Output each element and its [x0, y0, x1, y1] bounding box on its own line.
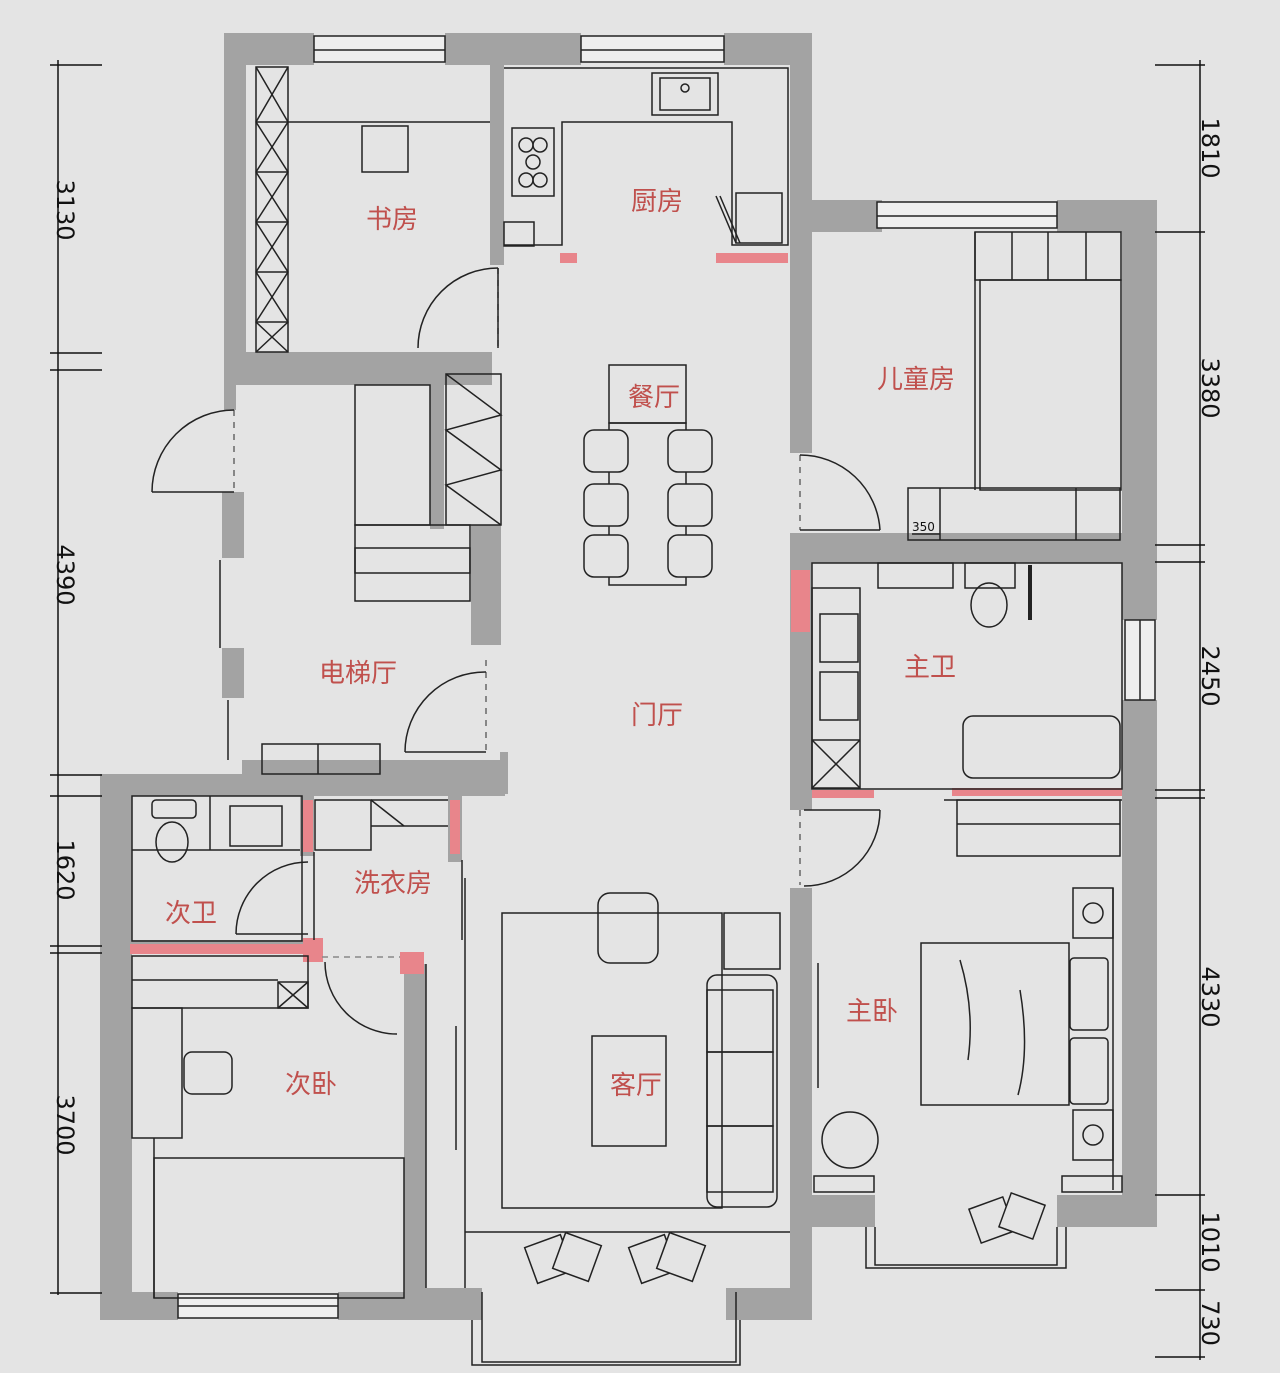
room-label-living-room: 客厅: [610, 1071, 662, 1101]
cushions: [523, 1191, 1047, 1285]
right-dimensions: 1810 3380 2450 4330 1010 730: [1196, 117, 1224, 1345]
dim-right-5: 730: [1196, 1300, 1224, 1346]
dining-chairs: [583, 429, 713, 578]
room-label-second-bedroom: 次卧: [285, 1070, 337, 1100]
dim-left-3: 3700: [51, 1094, 79, 1155]
room-label-second-bath: 次卫: [165, 899, 217, 929]
room-labels: 书房 厨房 餐厅 儿童房 电梯厅 主卫 门厅 洗衣房 次卫 主卧 客厅 次卧: [165, 187, 956, 1101]
room-label-dining: 餐厅: [628, 383, 680, 413]
room-label-kids-room: 儿童房: [877, 365, 955, 395]
dim-left-1: 4390: [51, 544, 79, 605]
left-dimensions: 3130 4390 1620 3700: [51, 179, 79, 1155]
dim-left-2: 1620: [51, 839, 79, 900]
room-label-kitchen: 厨房: [631, 187, 683, 217]
dimension-lines: [50, 60, 1205, 1360]
dim-left-0: 3130: [51, 179, 79, 240]
dim-right-1: 3380: [1196, 357, 1224, 418]
interior-lines: [131, 66, 1123, 1299]
dim-right-0: 1810: [1196, 117, 1224, 178]
dim-right-2: 2450: [1196, 645, 1224, 706]
pink-accents: [130, 253, 1122, 974]
dim-right-4: 1010: [1196, 1211, 1224, 1272]
room-label-master-bedroom: 主卧: [846, 997, 898, 1027]
room-label-laundry: 洗衣房: [354, 869, 432, 899]
dim-right-3: 4330: [1196, 966, 1224, 1027]
room-label-foyer: 门厅: [631, 701, 683, 731]
room-label-study: 书房: [366, 205, 418, 235]
room-label-elevator-hall: 电梯厅: [319, 659, 397, 689]
wardrobe-depth-label: 350: [912, 520, 935, 534]
door-swings: [151, 267, 881, 1035]
walls: [100, 33, 1157, 1320]
room-label-master-bath: 主卫: [904, 653, 956, 683]
